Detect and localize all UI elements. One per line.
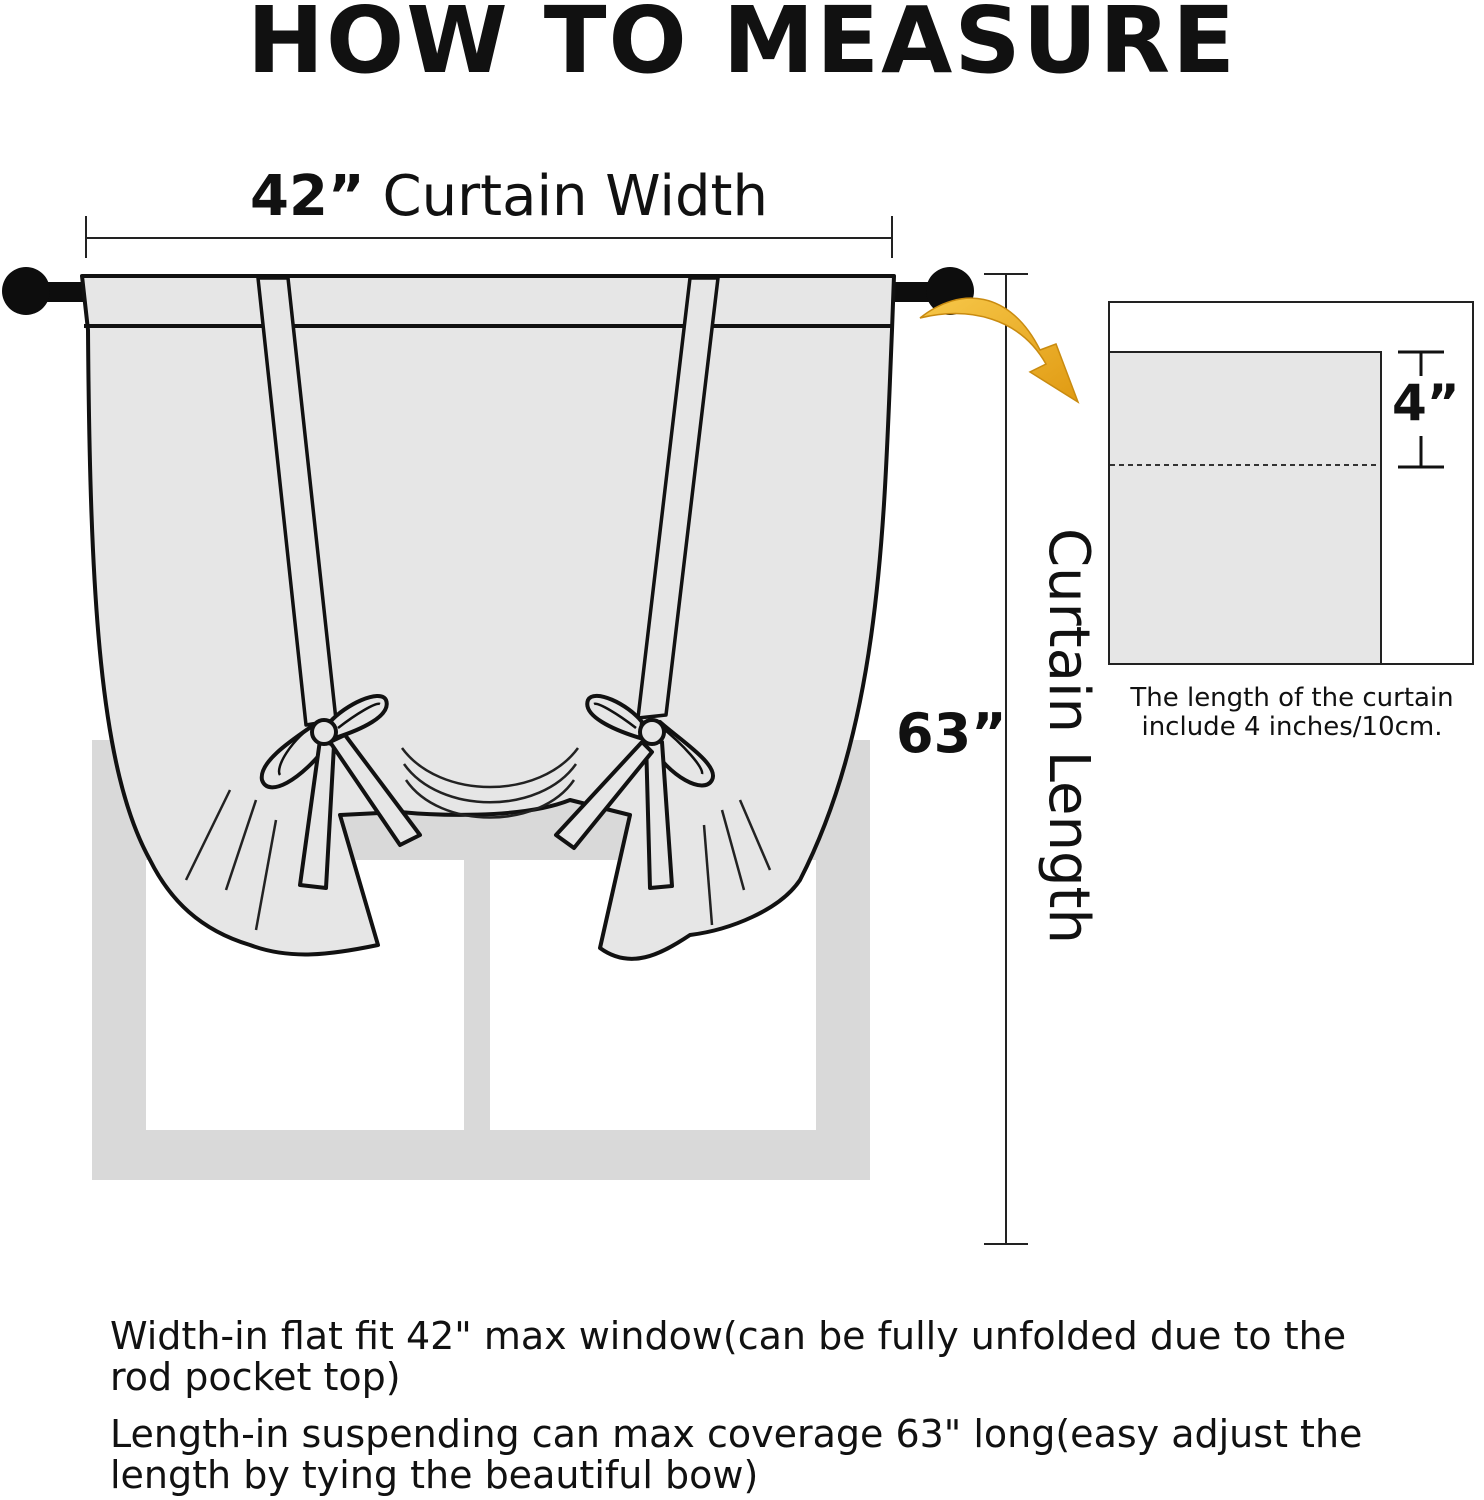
- left-bow: [259, 693, 422, 890]
- rod-pocket-detail: [1108, 301, 1474, 665]
- zoom-arrow-icon: [919, 297, 1080, 404]
- curtain-gathers: [184, 747, 772, 931]
- rod-pocket-note: The length of the curtain include 4 inch…: [1100, 684, 1484, 741]
- curtain-body: [80, 274, 896, 961]
- curtain-length-value: 63”: [896, 702, 1007, 765]
- width-description: Width-in flat fit 42" max window(can be …: [110, 1314, 1347, 1400]
- curtain-width-label: 42” Curtain Width: [250, 166, 768, 228]
- length-description: Length-in suspending can max coverage 63…: [110, 1412, 1363, 1498]
- curtain-width-value: 42”: [250, 164, 365, 229]
- length-dimension-line: [984, 273, 1028, 1245]
- width-dimension-line: [85, 216, 893, 258]
- curtain-length-text: Curtain Length: [1036, 528, 1101, 944]
- page-title: HOW TO MEASURE: [247, 0, 1237, 94]
- rod-pocket-note-line-1: The length of the curtain: [1130, 683, 1454, 713]
- curtain-width-text: Curtain Width: [382, 164, 768, 229]
- right-bow: [554, 693, 715, 890]
- rod-pocket-value: 4”: [1392, 374, 1460, 432]
- rod-pocket-note-line-2: include 4 inches/10cm.: [1141, 711, 1443, 742]
